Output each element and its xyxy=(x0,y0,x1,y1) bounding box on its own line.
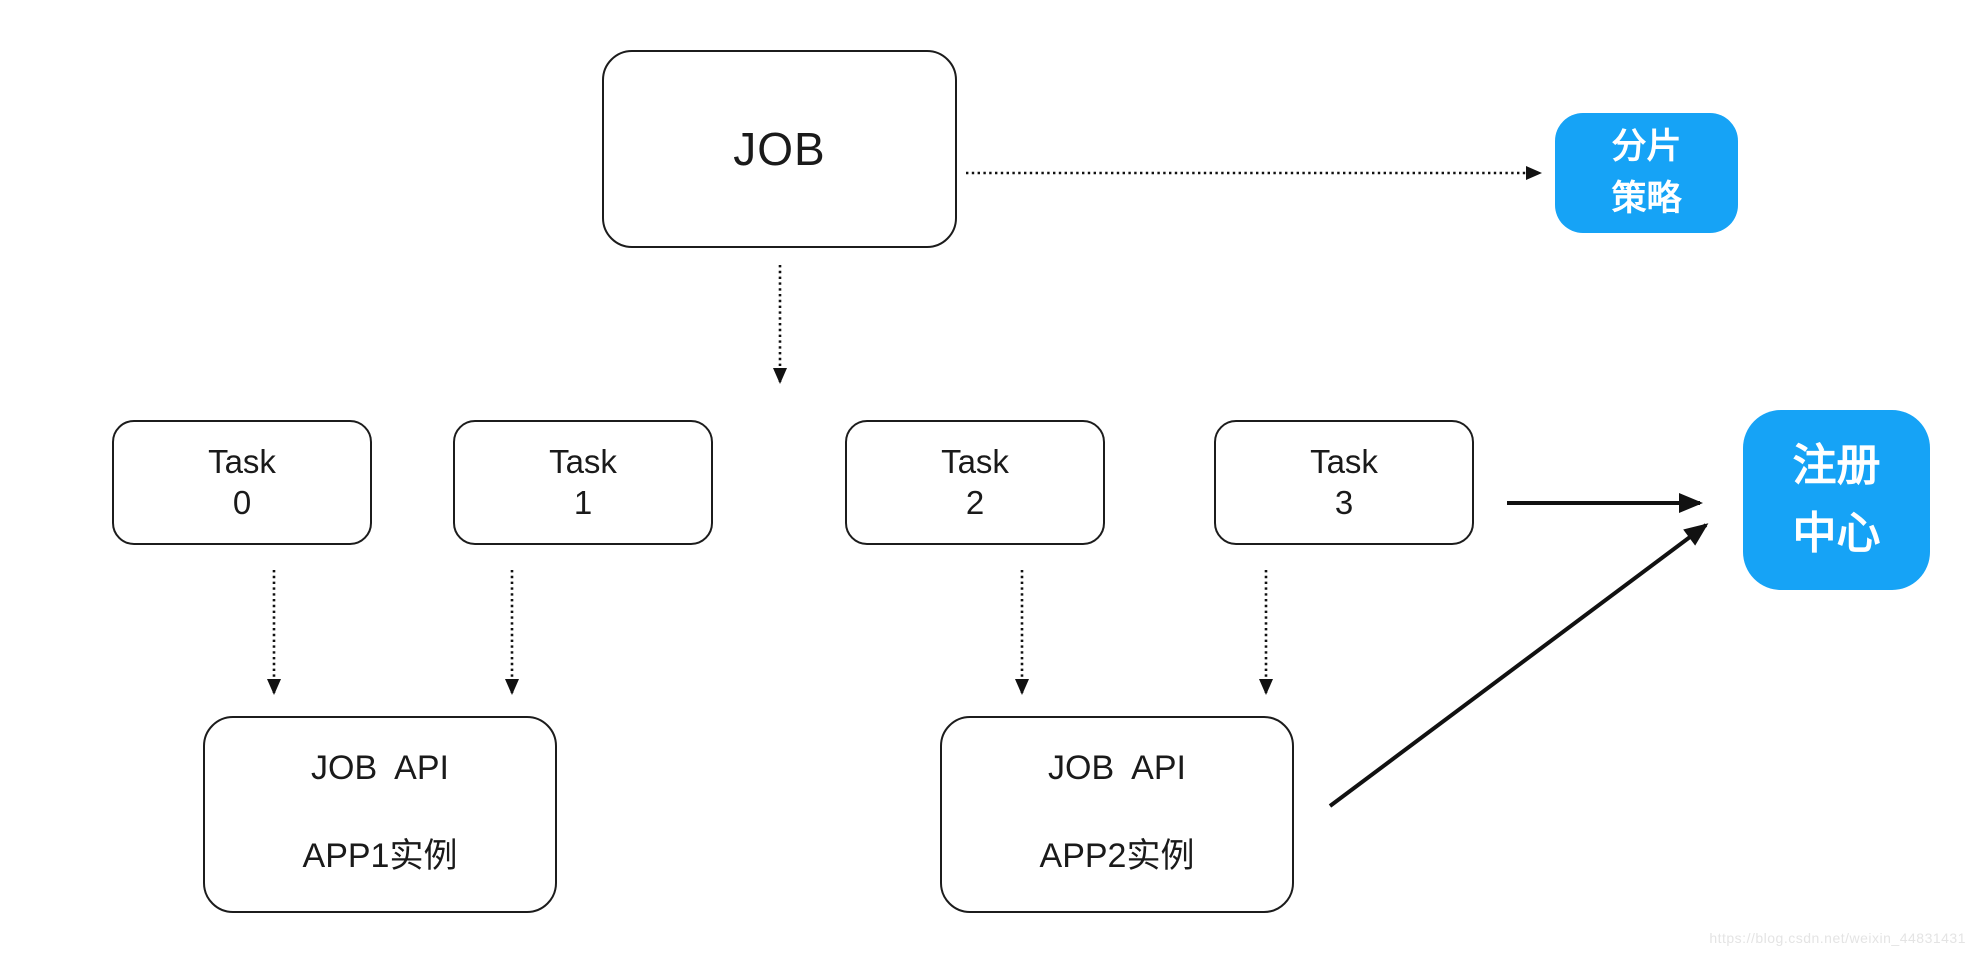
app2-instance-label: APP2实例 xyxy=(1039,836,1195,875)
job-node: JOB xyxy=(602,50,957,248)
task-3-index: 3 xyxy=(1334,483,1354,521)
task-0-label: Task xyxy=(208,443,276,481)
job-api-app2-node: JOB API APP2实例 xyxy=(940,716,1294,913)
task-1-index: 1 xyxy=(573,483,593,521)
app1-instance-label: APP1实例 xyxy=(302,836,458,875)
task-2-label: Task xyxy=(941,443,1009,481)
arrow-app2-to-registry xyxy=(1328,523,1709,808)
sharding-label-line2: 策略 xyxy=(1611,179,1682,218)
task-3-node: Task 3 xyxy=(1214,420,1474,545)
task-0-node: Task 0 xyxy=(112,420,372,545)
task-3-label: Task xyxy=(1310,443,1378,481)
registry-label-line1: 注册 xyxy=(1792,440,1881,490)
sharding-label-line1: 分片 xyxy=(1611,126,1682,166)
registry-center-node: 注册 中心 xyxy=(1743,410,1930,590)
task-1-label: Task xyxy=(549,443,617,481)
task-2-index: 2 xyxy=(965,483,985,521)
task-2-node: Task 2 xyxy=(845,420,1105,545)
job-label: JOB xyxy=(733,122,826,175)
watermark-text: https://blog.csdn.net/weixin_44831431 xyxy=(1709,930,1966,946)
sharding-strategy-node: 分片 策略 xyxy=(1555,113,1738,233)
task-0-index: 0 xyxy=(232,483,252,521)
job-api-app1-node: JOB API APP1实例 xyxy=(203,716,557,913)
app2-jobapi-label: JOB API xyxy=(1048,749,1186,787)
registry-label-line2: 中心 xyxy=(1792,509,1881,558)
app1-jobapi-label: JOB API xyxy=(311,749,449,787)
task-1-node: Task 1 xyxy=(453,420,713,545)
